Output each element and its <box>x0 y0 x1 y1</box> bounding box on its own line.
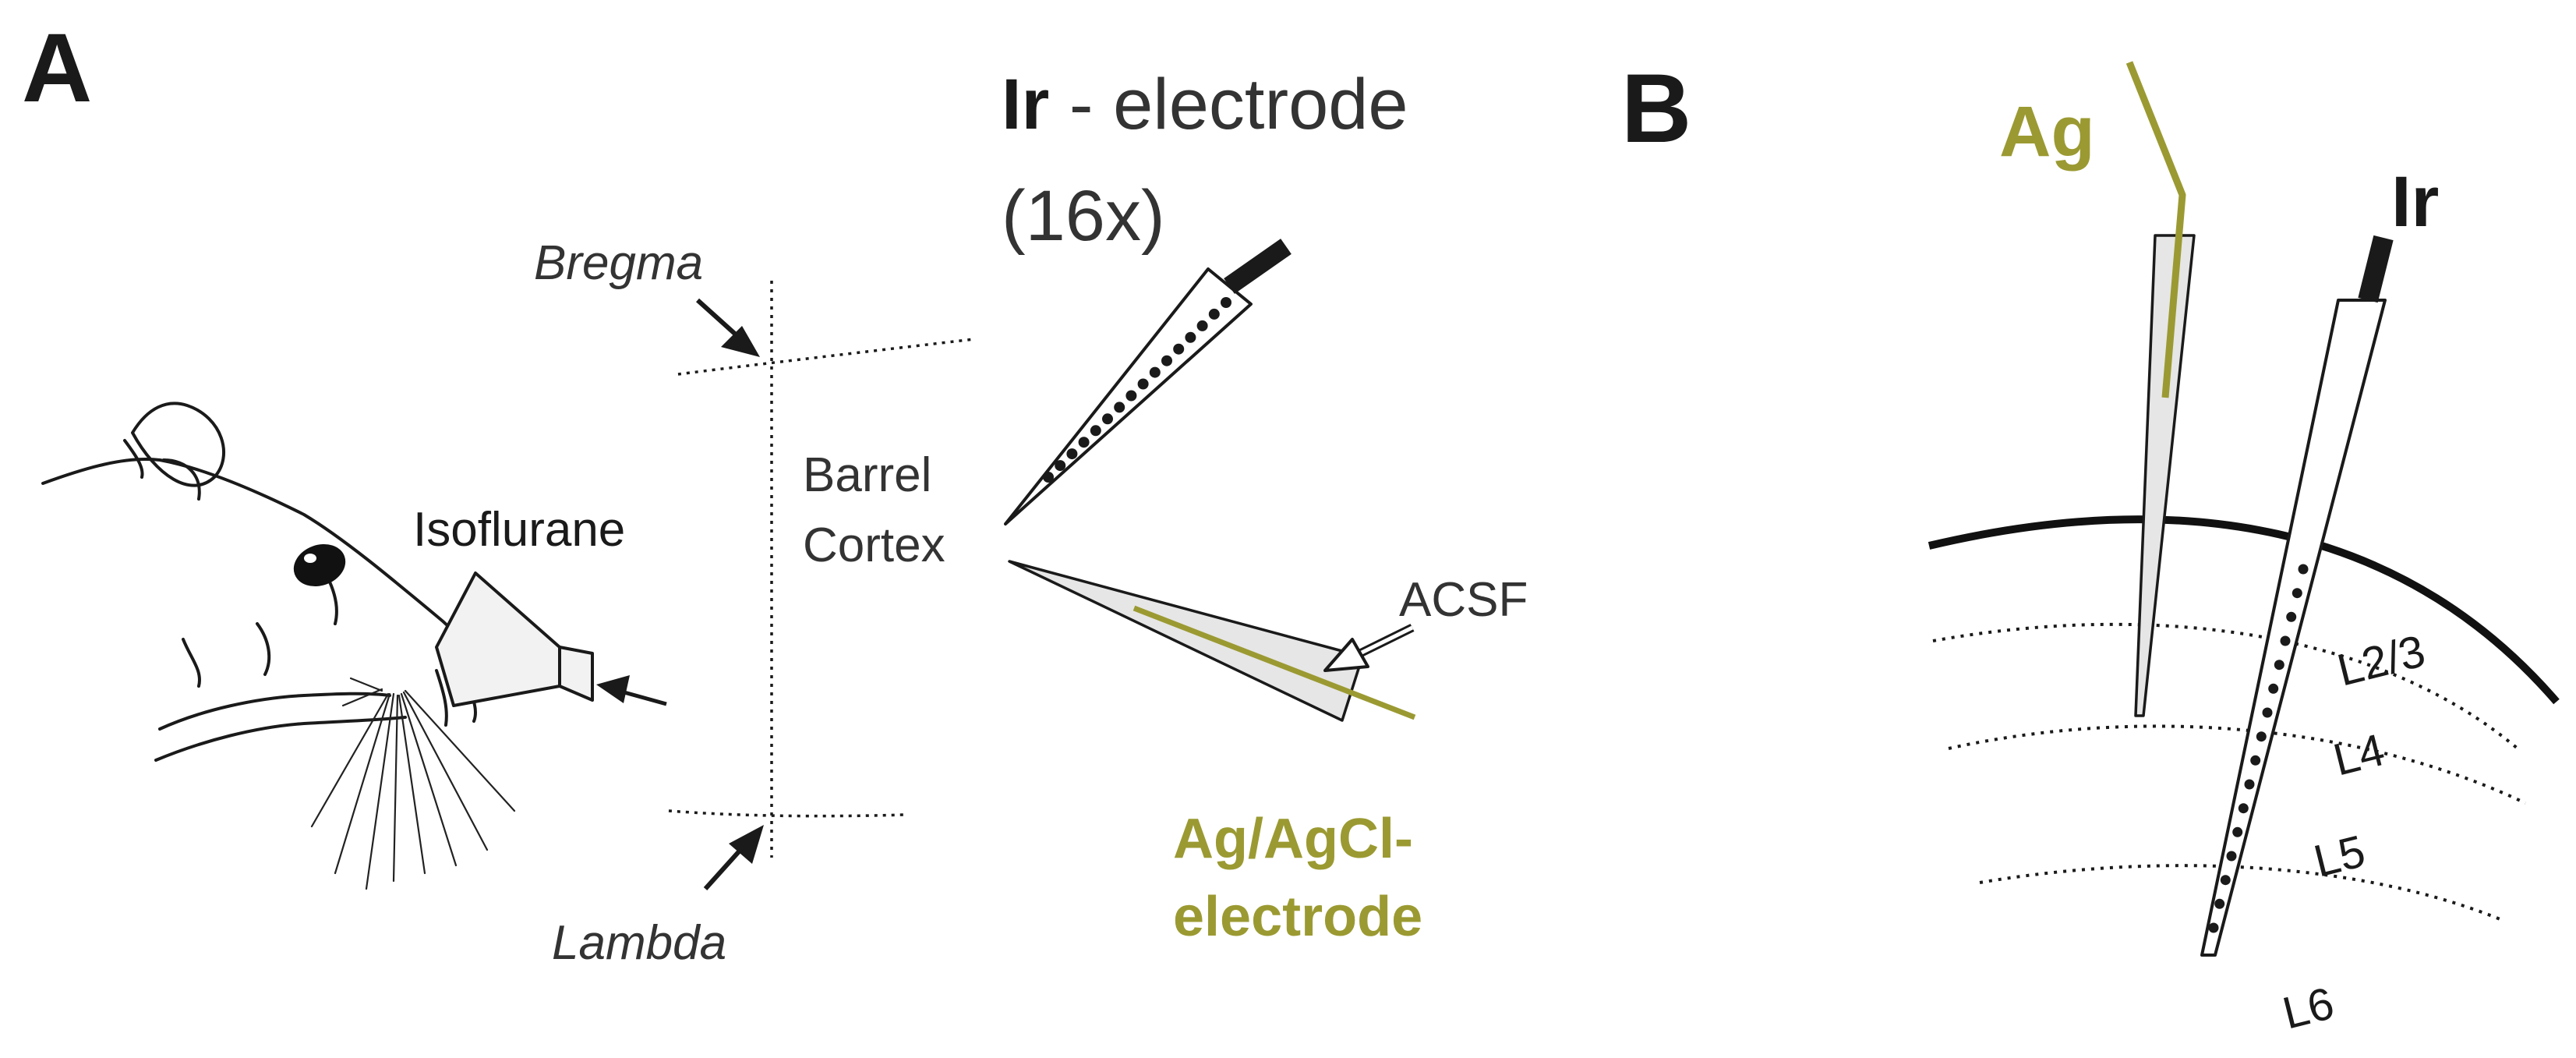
ir-probe-b-contact-12 <box>2232 826 2243 837</box>
ir-probe-b-contact-9 <box>2250 755 2261 766</box>
agcl-pipette-a-glass <box>1008 560 1364 722</box>
panel-a-label: A <box>22 14 92 122</box>
ir-probe-b-contact-4 <box>2280 635 2291 646</box>
ir-probe-a-contact-7 <box>1149 366 1161 378</box>
ir-probe-b-contact-6 <box>2268 683 2279 694</box>
ir-probe-b-contact-7 <box>2262 707 2273 718</box>
agcl-pipette-a <box>1008 560 1416 722</box>
ir-probe-a-contact-4 <box>1185 331 1196 343</box>
agcl-electrode-label-line2: electrode <box>1173 886 1422 948</box>
ir-probe-b-contact-5 <box>2274 660 2284 671</box>
lambda-label: Lambda <box>552 916 726 970</box>
ir-electrode-title-bold: Ir <box>1002 65 1049 144</box>
agcl-wire-a <box>1133 605 1416 720</box>
ir-probe-a-contact-6 <box>1161 355 1172 366</box>
ir-electrode-title: Ir - electrode <box>1002 65 1408 144</box>
ir-probe-b-contact-13 <box>2226 851 2237 862</box>
ir-probe-a-contact-5 <box>1173 343 1185 355</box>
bregma-label: Bregma <box>534 236 703 290</box>
ir-probe-a-contact-16 <box>1043 472 1054 483</box>
ag-pipette-b <box>2125 61 2196 717</box>
ir-probe-b-contact-15 <box>2214 898 2225 909</box>
ir-probe-a-contact-11 <box>1102 413 1113 425</box>
ir-probe-a-contact-14 <box>1066 448 1078 460</box>
ir-probe-a-contact-1 <box>1221 297 1231 308</box>
ir-probe-a-contacts <box>1043 297 1231 483</box>
isoflurane-label: Isoflurane <box>413 503 625 557</box>
ir-probe-a-contact-2 <box>1208 308 1220 320</box>
cortex-surface <box>1928 515 2560 705</box>
skull-dotted-lines <box>668 281 975 858</box>
rat-eye-highlight <box>304 554 316 563</box>
ir-probe-b-contact-10 <box>2244 779 2255 790</box>
ir-label-b: Ir <box>2391 162 2439 242</box>
ir-probe-b-contact-11 <box>2238 803 2249 814</box>
acsf-arrow <box>1323 624 1415 672</box>
rat-whiskers <box>310 677 516 890</box>
ir-probe-b-connector <box>2358 235 2394 303</box>
barrel-cortex-label-line2: Cortex <box>803 518 945 572</box>
layer-label-l4: L4 <box>2328 724 2389 786</box>
ag-pipette-b-glass <box>2134 234 2196 717</box>
ir-probe-a-contact-10 <box>1114 402 1125 413</box>
ag-label: Ag <box>1999 92 2095 172</box>
ir-probe-a-contact-9 <box>1125 390 1137 402</box>
layer-label-l5: L5 <box>2309 826 2369 887</box>
panel-b-label: B <box>1621 55 1691 163</box>
rat-eye <box>293 543 346 587</box>
ir-probe-b <box>2200 235 2394 957</box>
ir-probe-a-contact-13 <box>1078 437 1090 448</box>
ir-probe-b-contact-1 <box>2298 564 2309 575</box>
barrel-cortex-label-line1: Barrel <box>803 448 931 502</box>
ir-probe-b-contact-3 <box>2286 611 2297 622</box>
layer-label-l23: L2/3 <box>2332 625 2429 695</box>
agcl-electrode-label-line1: Ag/AgCl- <box>1173 808 1413 870</box>
ir-probe-a-contact-12 <box>1090 425 1101 437</box>
ir-electrode-count: (16x) <box>1002 176 1165 256</box>
ir-probe-b-contact-16 <box>2208 922 2219 933</box>
ir-probe-a-contact-8 <box>1137 378 1149 390</box>
layer-label-l6: L6 <box>2277 978 2338 1039</box>
ir-probe-a-contact-3 <box>1196 320 1208 331</box>
isoflurane-flow-arrow <box>596 675 667 706</box>
ir-probe-b-contacts <box>2208 564 2309 933</box>
ir-electrode-title-rest: - electrode <box>1049 65 1408 144</box>
bregma-arrow <box>695 298 760 357</box>
acsf-label: ACSF <box>1399 573 1528 627</box>
isoflurane-nose-cone <box>435 571 594 707</box>
ir-probe-b-contact-2 <box>2292 588 2302 599</box>
ir-probe-b-contact-14 <box>2220 875 2231 886</box>
ag-wire-b <box>2125 61 2186 398</box>
ir-probe-b-contact-8 <box>2256 731 2267 742</box>
lambda-arrow <box>703 825 764 891</box>
ir-probe-a-connector <box>1224 239 1292 294</box>
ir-probe-a <box>1004 239 1292 525</box>
ir-probe-a-contact-15 <box>1055 460 1066 472</box>
